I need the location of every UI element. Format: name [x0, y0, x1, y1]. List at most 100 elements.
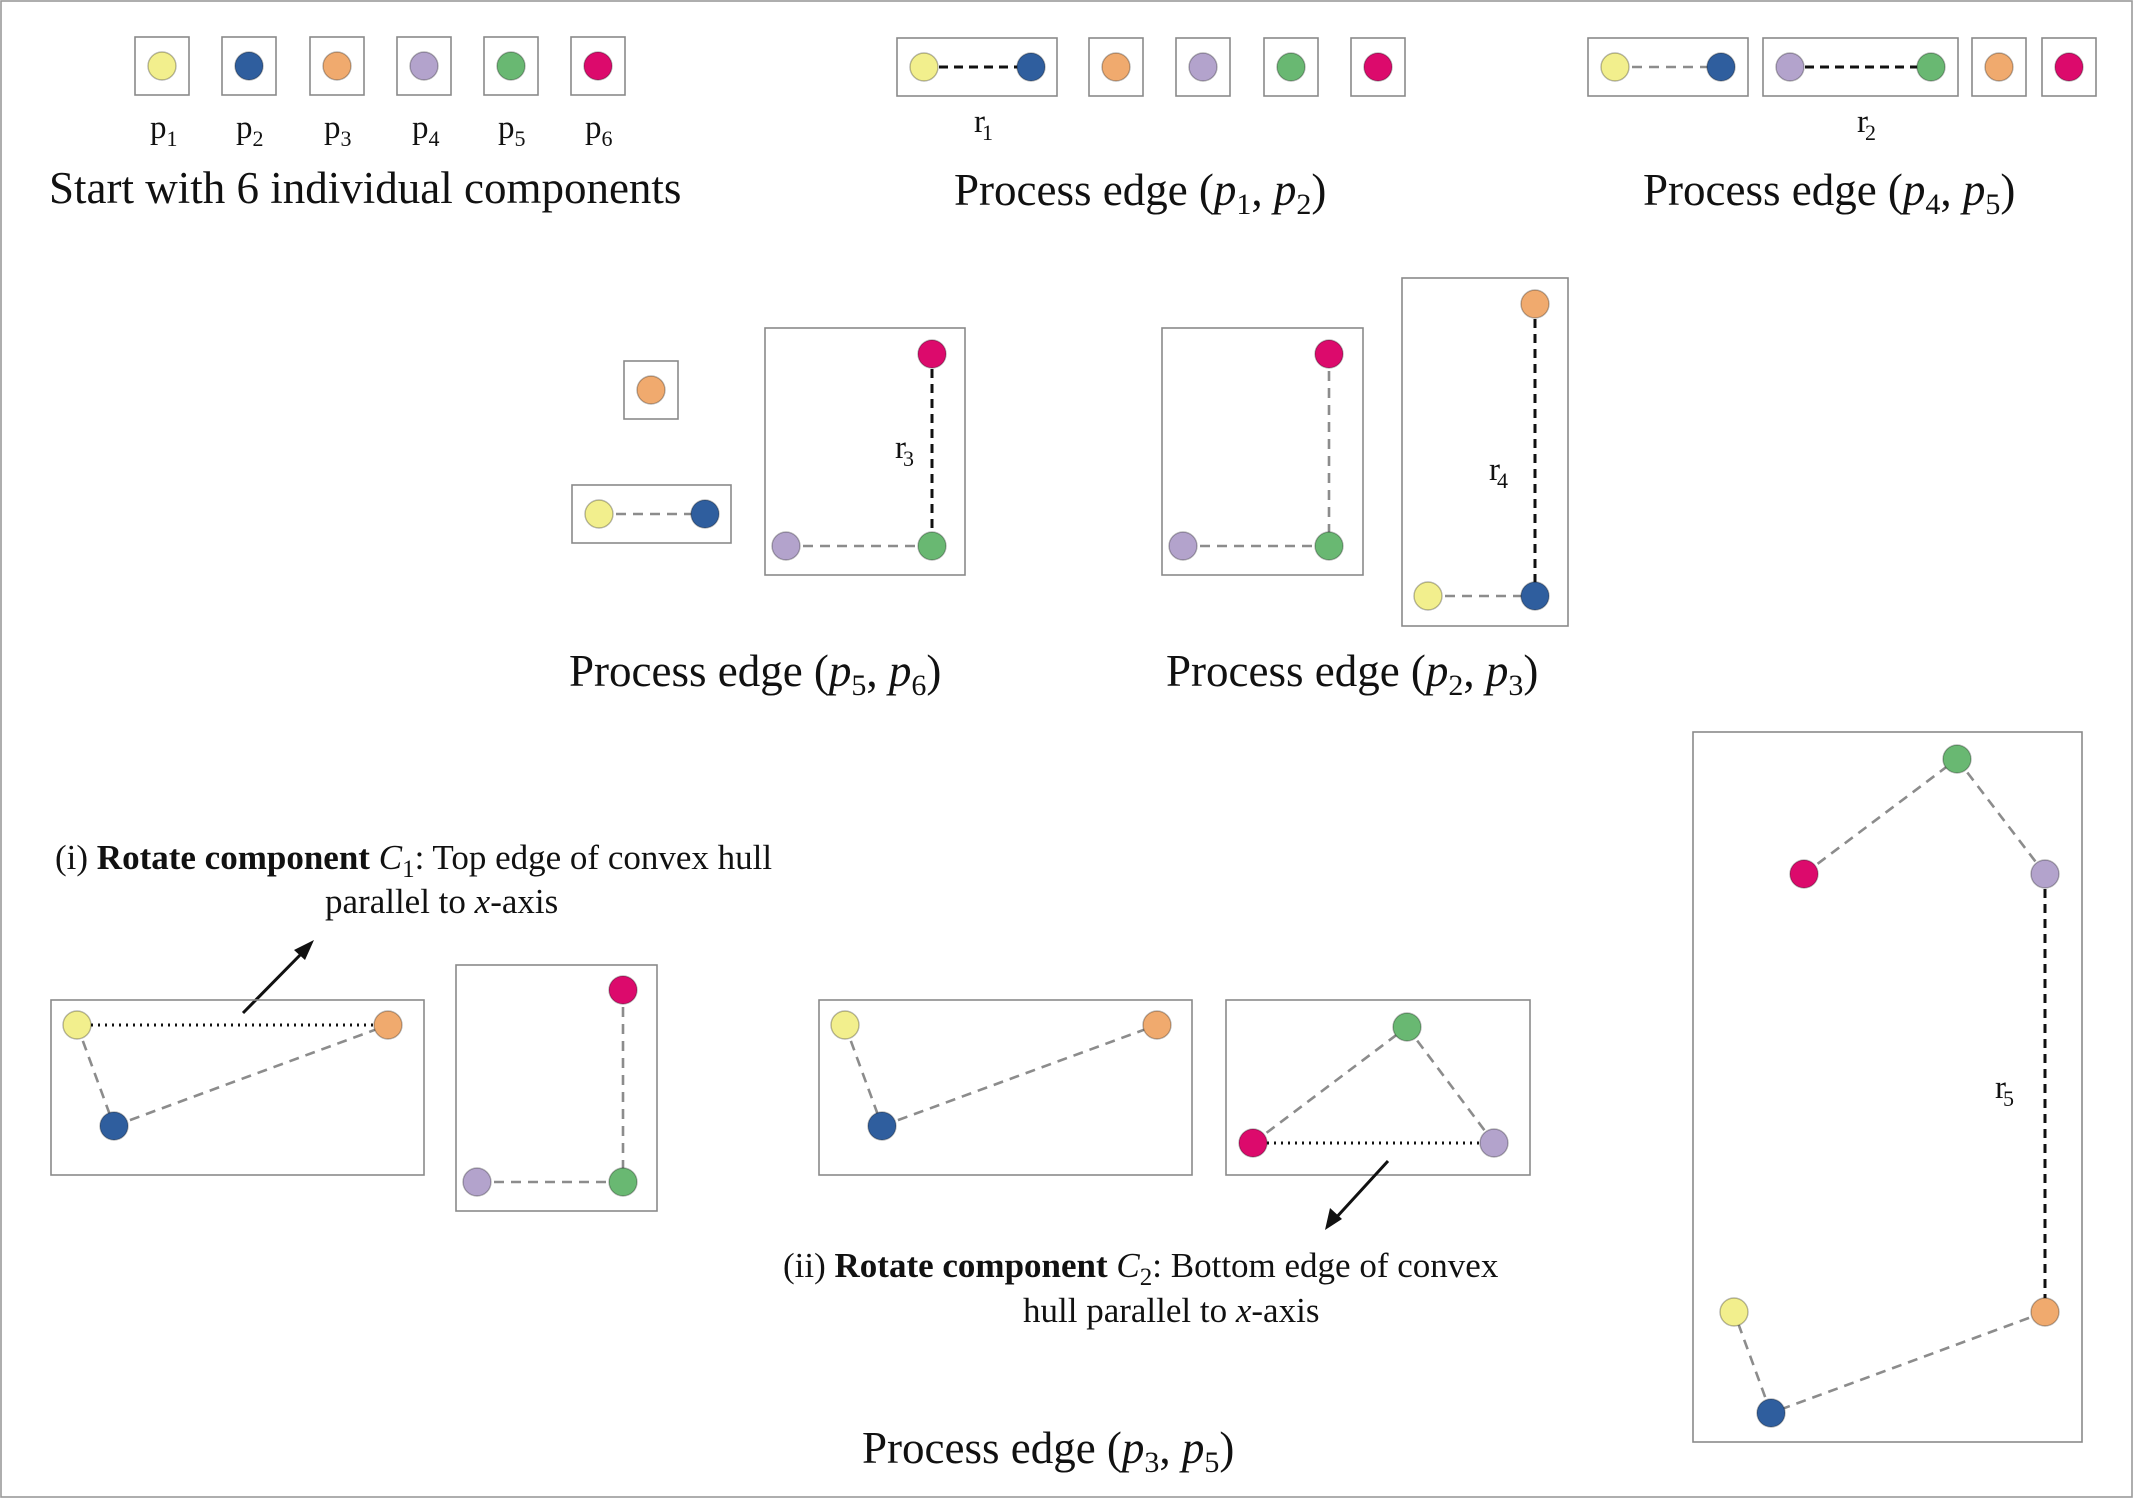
label-r3: r3 — [895, 430, 914, 471]
component-box — [1401, 277, 1569, 627]
node-p5 — [1916, 52, 1946, 82]
node-p4 — [771, 531, 801, 561]
component-box — [1263, 37, 1319, 97]
node-p5 — [608, 1167, 638, 1197]
component-box — [309, 36, 365, 96]
node-p1 — [830, 1010, 860, 1040]
caption-edge-p2-p3: Process edge (p2, p3) — [1166, 646, 1538, 702]
panel-edge-p1-p2: r1 Process edge (p1, p2) — [896, 37, 1406, 221]
component-box — [1175, 37, 1231, 97]
panel-edge-p5-p6: r3 Process edge (p5, p6) — [569, 327, 966, 702]
component-box — [1762, 37, 1959, 97]
caption-edge-p5-p6: Process edge (p5, p6) — [569, 646, 941, 702]
node-p4 — [1479, 1128, 1509, 1158]
component-box — [1971, 37, 2027, 97]
annotation-rotate-c1-line2: parallel to x-axis — [325, 882, 558, 921]
arrow-rotate-c1 — [241, 947, 308, 1015]
component-box — [896, 37, 1058, 97]
node-p6 — [1238, 1128, 1268, 1158]
node-p5 — [1392, 1012, 1422, 1042]
edge — [113, 1023, 389, 1128]
arrowhead-rotate-c2 — [1325, 1208, 1342, 1230]
label-r5: r5 — [1995, 1070, 2014, 1111]
node-p3 — [636, 375, 666, 405]
node-p4 — [409, 51, 439, 81]
node-p2 — [99, 1111, 129, 1141]
panel-edge-p2-p3: r4 Process edge (p2, p3) — [1161, 277, 1569, 702]
annotation-rotate-c1-line1: (i) Rotate component C1: Top edge of con… — [55, 838, 772, 883]
node-p5 — [917, 531, 947, 561]
node-p5 — [1314, 531, 1344, 561]
component-box — [455, 964, 658, 1212]
node-p3 — [373, 1010, 403, 1040]
node-p1 — [1413, 581, 1443, 611]
component-box — [623, 360, 679, 420]
caption-edge-p1-p2: Process edge (p1, p2) — [954, 165, 1326, 221]
component-box — [1692, 731, 2083, 1443]
node-p4 — [1188, 52, 1218, 82]
label-r2: r2 — [1857, 104, 1876, 145]
component-box — [2041, 37, 2097, 97]
node-p3 — [1101, 52, 1131, 82]
node-p2 — [867, 1111, 897, 1141]
node-p6 — [1363, 52, 1393, 82]
panel-start: p1 p2 p3 p4 p5 p6 Start with 6 individua… — [49, 36, 681, 213]
component-box — [1088, 37, 1144, 97]
label-r4: r4 — [1489, 452, 1508, 493]
node-p6 — [583, 51, 613, 81]
node-p2 — [1016, 52, 1046, 82]
label-p4: p4 — [412, 110, 440, 151]
node-p2 — [1706, 52, 1736, 82]
node-p5 — [496, 51, 526, 81]
edge — [1803, 757, 1958, 876]
edge — [1252, 1025, 1408, 1145]
component-box — [1161, 327, 1364, 576]
component-box — [1587, 37, 1749, 97]
node-p6 — [1314, 339, 1344, 369]
edge — [881, 1023, 1158, 1128]
caption-edge-p4-p5: Process edge (p4, p5) — [1643, 165, 2015, 221]
component-box — [483, 36, 539, 96]
node-p5 — [1276, 52, 1306, 82]
node-p3 — [1520, 289, 1550, 319]
node-p1 — [1600, 52, 1630, 82]
edge — [1405, 1026, 1496, 1144]
node-p6 — [2054, 52, 2084, 82]
component-box — [396, 36, 452, 96]
node-p6 — [1789, 859, 1819, 889]
node-p3 — [322, 51, 352, 81]
node-p1 — [584, 499, 614, 529]
node-p4 — [462, 1167, 492, 1197]
edge — [1770, 1310, 2046, 1415]
component-box — [134, 36, 190, 96]
component-box — [764, 327, 966, 576]
node-p4 — [1775, 52, 1805, 82]
node-p2 — [1756, 1398, 1786, 1428]
node-p6 — [608, 975, 638, 1005]
label-p2: p2 — [236, 110, 264, 151]
annotation-rotate-c2-line2: hull parallel to x-axis — [1023, 1291, 1319, 1330]
arrowhead-rotate-c1 — [294, 940, 314, 960]
label-p1: p1 — [150, 110, 178, 151]
node-p1 — [909, 52, 939, 82]
label-p5: p5 — [498, 110, 526, 151]
node-p4 — [2030, 859, 2060, 889]
edge — [843, 1024, 884, 1127]
label-p3: p3 — [324, 110, 352, 151]
component-box — [571, 484, 732, 544]
edge — [1955, 758, 2047, 875]
node-p3 — [1984, 52, 2014, 82]
node-p4 — [1168, 531, 1198, 561]
node-p2 — [234, 51, 264, 81]
component-box — [818, 999, 1193, 1176]
component-box — [50, 999, 425, 1176]
panel-edge-p4-p5: r2 Process edge (p4, p5) — [1587, 37, 2097, 221]
component-box — [1225, 999, 1531, 1176]
node-p2 — [690, 499, 720, 529]
node-p2 — [1520, 581, 1550, 611]
node-p1 — [62, 1010, 92, 1040]
node-p3 — [1142, 1010, 1172, 1040]
caption-start: Start with 6 individual components — [49, 163, 681, 213]
